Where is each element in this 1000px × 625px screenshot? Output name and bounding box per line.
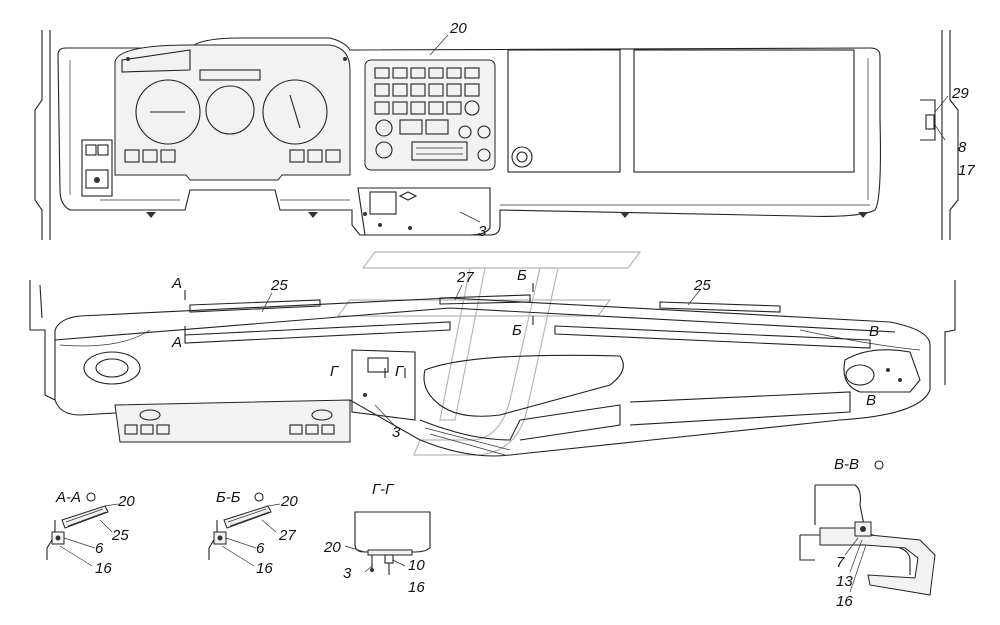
watermark-logo: [336, 251, 642, 456]
section-gg-title: Г-Г: [372, 481, 395, 498]
section-vv-label-7: 7: [836, 554, 845, 571]
callout-mid-3: 3: [392, 424, 401, 441]
section-bb-label-16: 16: [256, 560, 273, 577]
callout-top-8: 8: [958, 139, 967, 156]
callout-mid-G-right: Г: [395, 363, 405, 380]
cigarette-lighter: [511, 146, 533, 168]
section-vv-title: В-В: [834, 456, 859, 473]
section-bb: Б-Б 20 27 6 16: [208, 489, 298, 577]
callout-mid-G-left: Г: [330, 363, 340, 380]
section-bb-label-20: 20: [280, 493, 298, 510]
section-aa-label-16: 16: [95, 560, 112, 577]
section-aa: А-А 20 25 6 16: [46, 489, 135, 577]
section-gg-label-10: 10: [408, 557, 425, 574]
dashboard-isometric-view: [29, 280, 956, 457]
section-bb-label-27: 27: [278, 527, 296, 544]
callout-top-29: 29: [951, 85, 969, 102]
callout-mid-V-top: В: [869, 323, 879, 340]
section-gg-label-3: 3: [343, 565, 352, 582]
callout-mid-B-top: Б: [517, 267, 527, 284]
callout-mid-A-top: А: [171, 275, 182, 292]
section-gg: Г-Г 20 3 10 16: [323, 481, 431, 596]
cluster-switch-row: [124, 57, 347, 163]
center-console-panel: [364, 59, 496, 171]
section-aa-label-20: 20: [117, 493, 135, 510]
left-switch-module: [81, 139, 113, 197]
section-aa-label-25: 25: [111, 527, 129, 544]
section-gg-label-20: 20: [323, 539, 341, 556]
section-aa-label-6: 6: [95, 540, 104, 557]
callout-top-20: 20: [449, 20, 467, 37]
section-vv: В-В 7 13 16: [799, 456, 936, 610]
section-gg-label-16: 16: [408, 579, 425, 596]
callout-mid-V-bottom: В: [866, 392, 876, 409]
section-vv-label-13: 13: [836, 573, 853, 590]
callout-mid-25-left: 25: [270, 277, 288, 294]
callout-mid-B-bottom: Б: [512, 322, 522, 339]
section-aa-title: А-А: [55, 489, 81, 506]
callout-top-3: 3: [478, 223, 487, 240]
section-vv-label-16: 16: [836, 593, 853, 610]
callout-mid-A-bottom: А: [171, 334, 182, 351]
callout-top-17: 17: [958, 162, 975, 179]
dashboard-top-view: [34, 30, 959, 240]
callout-mid-27: 27: [456, 269, 474, 286]
section-bb-title: Б-Б: [216, 489, 241, 506]
callout-mid-25-right: 25: [693, 277, 711, 294]
section-bb-label-6: 6: [256, 540, 265, 557]
